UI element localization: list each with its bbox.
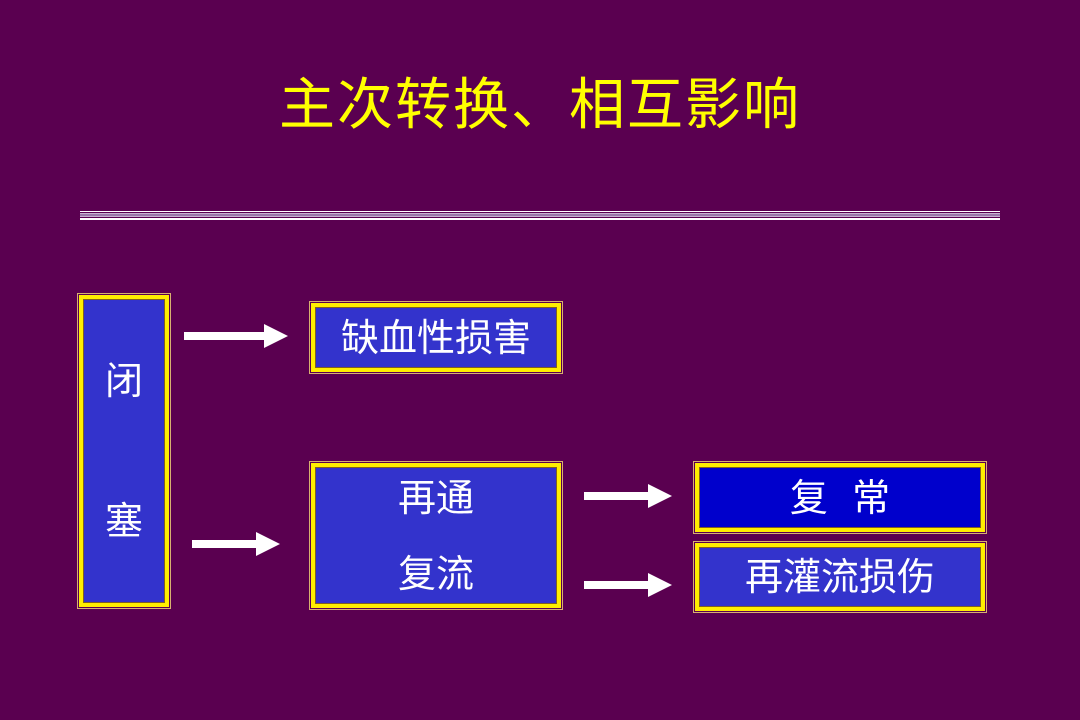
node-border: 缺血性损害 xyxy=(311,303,561,372)
node-body: 复 常 xyxy=(699,467,981,528)
node-body: 闭 塞 xyxy=(83,299,165,603)
arrow-shaft xyxy=(192,540,258,548)
node-occlusion-label-1: 闭 xyxy=(104,359,143,403)
node-body: 再灌流损伤 xyxy=(699,547,981,607)
node-occlusion-label-2: 塞 xyxy=(104,499,143,543)
node-ischemic-injury: 缺血性损害 xyxy=(309,301,563,374)
node-reperfusion-label-1: 再通 xyxy=(397,475,474,520)
slide-title: 主次转换、相互影响 xyxy=(279,73,801,138)
node-reperfusion: 再通 复流 xyxy=(309,461,563,610)
arrow-shaft xyxy=(584,492,650,500)
node-ischemic-injury-label: 缺血性损害 xyxy=(340,315,531,360)
arrow-shaft xyxy=(584,581,650,589)
node-reperfusion-injury-label: 再灌流损伤 xyxy=(744,555,935,599)
node-body: 再通 复流 xyxy=(315,467,557,604)
node-border: 再灌流损伤 xyxy=(695,543,985,611)
arrow-shaft xyxy=(184,332,266,340)
arrow-head xyxy=(648,484,672,508)
node-reperfusion-label-2: 复流 xyxy=(397,551,474,596)
title-divider xyxy=(80,211,1000,220)
node-recovery-label: 复 常 xyxy=(789,475,891,520)
node-border: 再通 复流 xyxy=(311,463,561,608)
arrow-head xyxy=(648,573,672,597)
node-body: 缺血性损害 xyxy=(315,307,557,368)
node-recovery: 复 常 xyxy=(693,461,987,534)
node-border: 闭 塞 xyxy=(79,295,169,607)
right-arrow-icon xyxy=(584,484,672,508)
right-arrow-icon xyxy=(584,573,672,597)
arrow-head xyxy=(264,324,288,348)
arrow-head xyxy=(256,532,280,556)
right-arrow-icon xyxy=(192,532,280,556)
node-border: 复 常 xyxy=(695,463,985,532)
right-arrow-icon xyxy=(184,324,288,348)
node-occlusion: 闭 塞 xyxy=(77,293,171,609)
node-reperfusion-injury: 再灌流损伤 xyxy=(693,541,987,613)
